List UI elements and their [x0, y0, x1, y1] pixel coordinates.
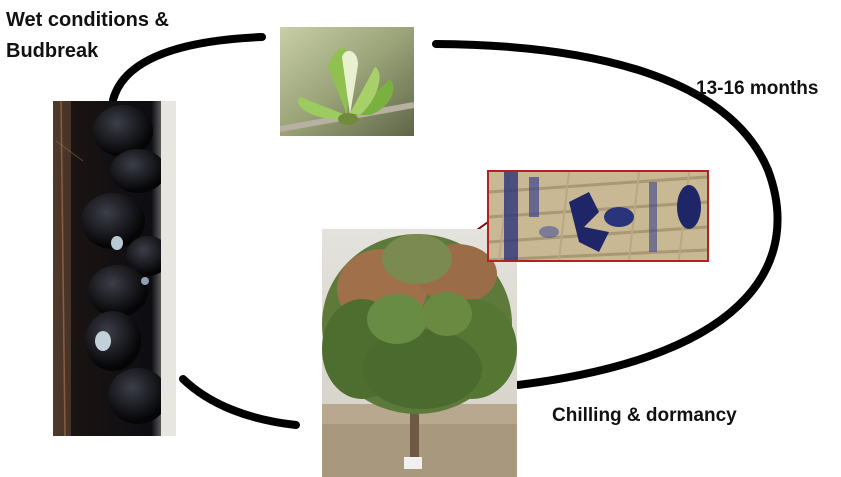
- micrograph-image: [489, 172, 707, 260]
- tree-photo: [322, 229, 517, 477]
- micrograph-photo: [487, 170, 709, 262]
- canker-photo: [53, 101, 176, 436]
- stage-label-wet-line1: Wet conditions &: [6, 7, 169, 33]
- budbreak-image: [280, 27, 414, 136]
- tree-image: [322, 229, 517, 477]
- canker-image: [53, 101, 176, 436]
- stage-label-wet-line2: Budbreak: [6, 38, 98, 64]
- budbreak-photo: [280, 27, 414, 136]
- stage-label-chilling: Chilling & dormancy: [552, 403, 737, 429]
- arc-tree-to-canker: [183, 379, 296, 425]
- duration-label: 13-16 months: [696, 76, 818, 102]
- arc-canker-to-bud: [113, 37, 262, 100]
